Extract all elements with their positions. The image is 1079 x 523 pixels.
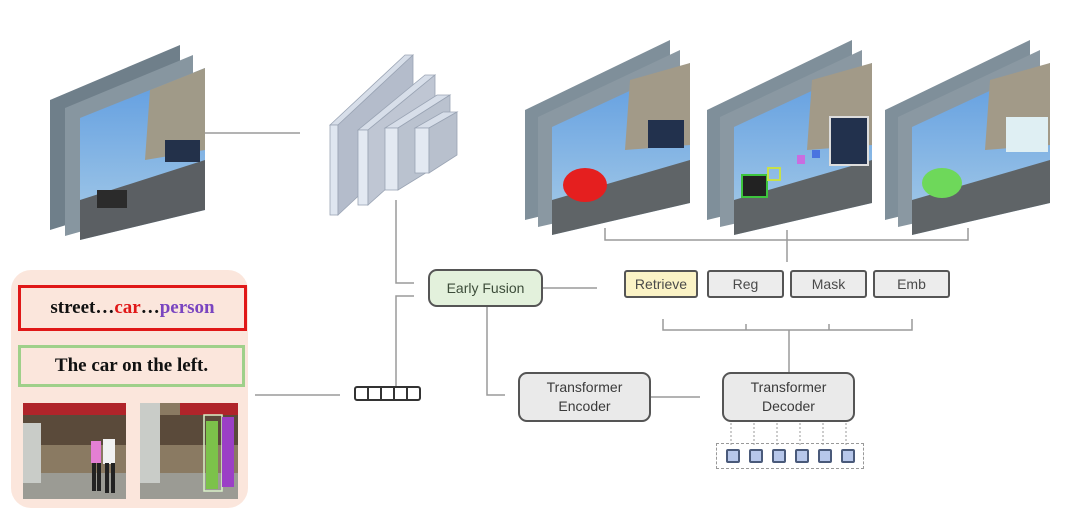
green-car-mask: [922, 168, 962, 198]
frame-front: [80, 68, 205, 240]
query-token: [725, 449, 740, 463]
prompt-word-person: person: [159, 297, 215, 318]
expression-text: The car on the left.: [54, 355, 209, 376]
task-mask: Mask: [790, 270, 867, 298]
prompt-word-car: car: [114, 297, 141, 318]
text-tokens: [354, 386, 421, 401]
red-car-highlight: [563, 168, 607, 202]
decoder-label-line2: Decoder: [762, 398, 815, 414]
box-output-frames: [707, 40, 872, 235]
expression-prompt: The car on the left.: [18, 345, 245, 387]
connector-backbone-fusion: [395, 200, 414, 284]
task-label: Reg: [732, 276, 759, 292]
mask-output-frames: [885, 40, 1050, 235]
encoder-label-line2: Encoder: [558, 398, 611, 414]
prompt-ellipsis: …: [140, 297, 160, 318]
query-token: [817, 449, 832, 463]
connector-fusion-encoder: [486, 307, 505, 396]
tasks-bottom-bracket: [662, 319, 913, 331]
task-label: Mask: [811, 276, 846, 292]
pedestrian-mask-photo-icon: [140, 403, 238, 499]
category-prompt: street…car…person: [18, 285, 247, 331]
early-fusion-node: Early Fusion: [428, 269, 543, 307]
output-frames: [525, 40, 1050, 235]
transformer-decoder-node: Transformer Decoder: [722, 372, 855, 422]
query-token: [771, 449, 786, 463]
decoder-queries: [716, 443, 864, 469]
encoder-label-line1: Transformer: [546, 379, 623, 396]
query-token: [748, 449, 763, 463]
task-emb: Emb: [873, 270, 950, 298]
backbone-icon: [328, 54, 459, 216]
transformer-encoder-node: Transformer Encoder: [518, 372, 651, 422]
early-fusion-label: Early Fusion: [446, 279, 525, 296]
prompt-word-street: street…: [50, 297, 115, 318]
input-frames-icon: [50, 45, 205, 240]
text-token: [406, 386, 421, 401]
task-retrieve: Retrieve: [624, 270, 698, 298]
white-car-mask: [1006, 117, 1048, 152]
connector-tokens-fusion: [395, 295, 414, 386]
task-reg: Reg: [707, 270, 784, 298]
task-label: Emb: [897, 276, 926, 292]
task-label: Retrieve: [634, 276, 688, 292]
query-token: [794, 449, 809, 463]
decoder-label-line1: Transformer: [750, 379, 827, 396]
retrieval-output-frames: [525, 40, 690, 235]
query-token: [840, 449, 855, 463]
pedestrian-photo-icon: [23, 403, 126, 499]
